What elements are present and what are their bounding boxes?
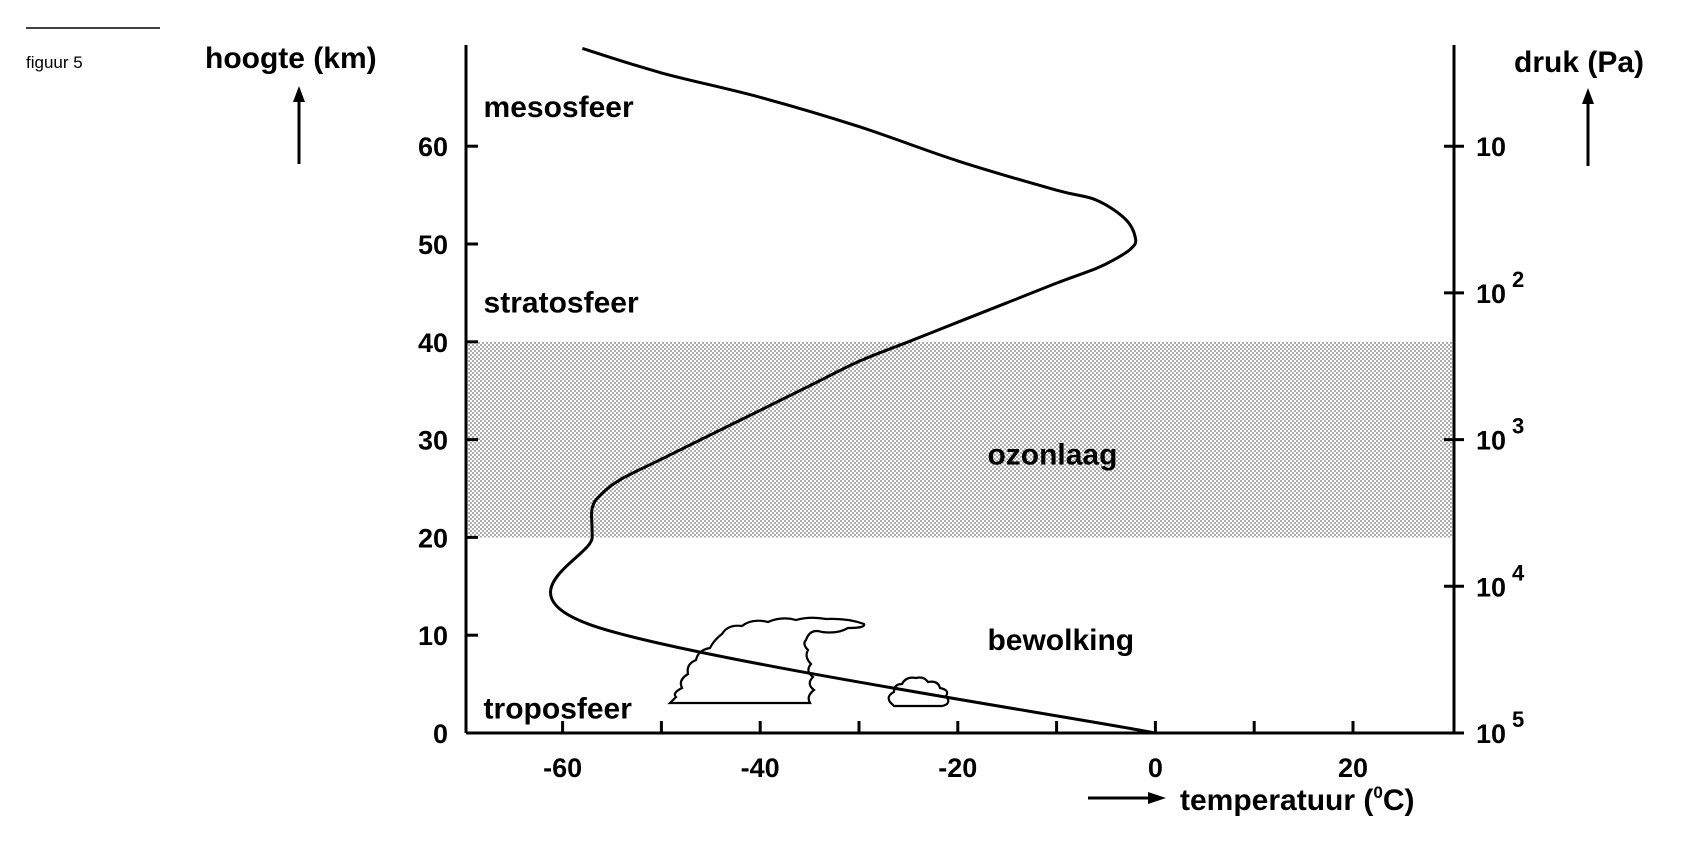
- y2-tick-label-exponent: 5: [1512, 707, 1524, 732]
- y-tick-label: 0: [433, 719, 448, 749]
- y-tick-label: 20: [418, 523, 448, 553]
- y-axis-ticks: 0 10 20 30 40 50 60: [418, 132, 478, 749]
- y2-tick-label-base: 10: [1476, 279, 1506, 309]
- y-axis-title: hoogte (km): [205, 42, 377, 75]
- y2-tick-label: 10: [1476, 132, 1506, 162]
- region-label: troposfeer: [484, 693, 633, 726]
- x-axis-title: temperatuur (0C): [1180, 783, 1414, 817]
- x-axis-title-main: temperatuur (: [1180, 784, 1373, 817]
- y-tick-label: 60: [418, 132, 448, 162]
- x-axis-title-unit: C): [1383, 784, 1415, 817]
- x-axis-title-degree: 0: [1373, 783, 1382, 802]
- y-axis-title-arrowhead: [293, 86, 305, 102]
- x-tick-label: 20: [1338, 753, 1368, 783]
- cumulonimbus-cloud: [667, 616, 866, 705]
- y-tick-label: 50: [418, 230, 448, 260]
- y2-tick-label-base: 10: [1476, 719, 1506, 749]
- y2-tick-label-exponent: 3: [1512, 414, 1524, 439]
- y2-tick-label-base: 10: [1476, 426, 1506, 456]
- x-tick-label: 0: [1148, 753, 1163, 783]
- figure-label: figuur 5: [26, 53, 83, 72]
- y2-tick-label-base: 10: [1476, 572, 1506, 602]
- y-tick-label: 40: [418, 328, 448, 358]
- y2-axis-title: druk (Pa): [1514, 46, 1644, 79]
- x-axis-ticks: -60 -40 -20 0 20: [543, 721, 1368, 783]
- y2-tick-label-exponent: 4: [1512, 560, 1525, 585]
- region-label: ozonlaag: [987, 438, 1117, 471]
- region-label: mesosfeer: [484, 91, 634, 124]
- y2-tick-label-exponent: 2: [1512, 267, 1524, 292]
- y2-tick-label-base: 10: [1476, 132, 1506, 162]
- temperature-profile-line: [549, 46, 1156, 735]
- region-label: bewolking: [987, 624, 1134, 657]
- x-tick-label: -40: [741, 753, 780, 783]
- y2-axis-title-arrowhead: [1582, 88, 1594, 104]
- y-tick-label: 10: [418, 621, 448, 651]
- region-annotations: mesosfeer stratosfeer ozonlaag bewolking tro…: [484, 91, 1135, 725]
- ozone-layer-band: [468, 341, 1452, 538]
- region-label: stratosfeer: [484, 287, 639, 320]
- y-tick-label: 30: [418, 426, 448, 456]
- x-axis-title-arrowhead: [1148, 792, 1166, 804]
- x-tick-label: -20: [938, 753, 977, 783]
- x-tick-label: -60: [543, 753, 582, 783]
